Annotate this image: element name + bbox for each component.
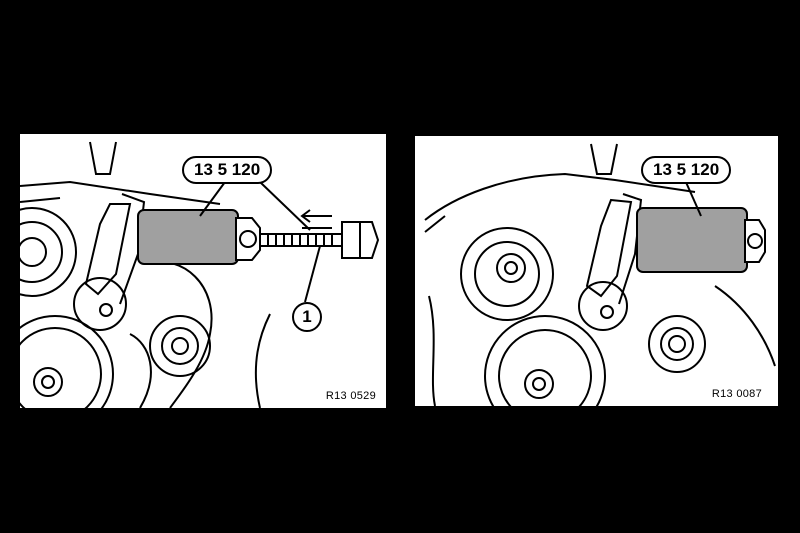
special-tool-number-label: 13 5 120 [641, 156, 732, 184]
left-diagram-panel: 13 5 120 1 R13 0529 [18, 132, 388, 410]
right-diagram-panel: 13 5 120 R13 0087 [413, 134, 780, 408]
figure-reference-code: R13 0087 [711, 388, 762, 400]
callout-number-bolt: 1 [292, 302, 322, 332]
figure-reference-code: R13 0529 [325, 390, 376, 402]
special-tool-number-label: 13 5 120 [182, 156, 273, 184]
right-engine-illustration [424, 143, 776, 406]
left-engine-illustration [20, 141, 380, 408]
